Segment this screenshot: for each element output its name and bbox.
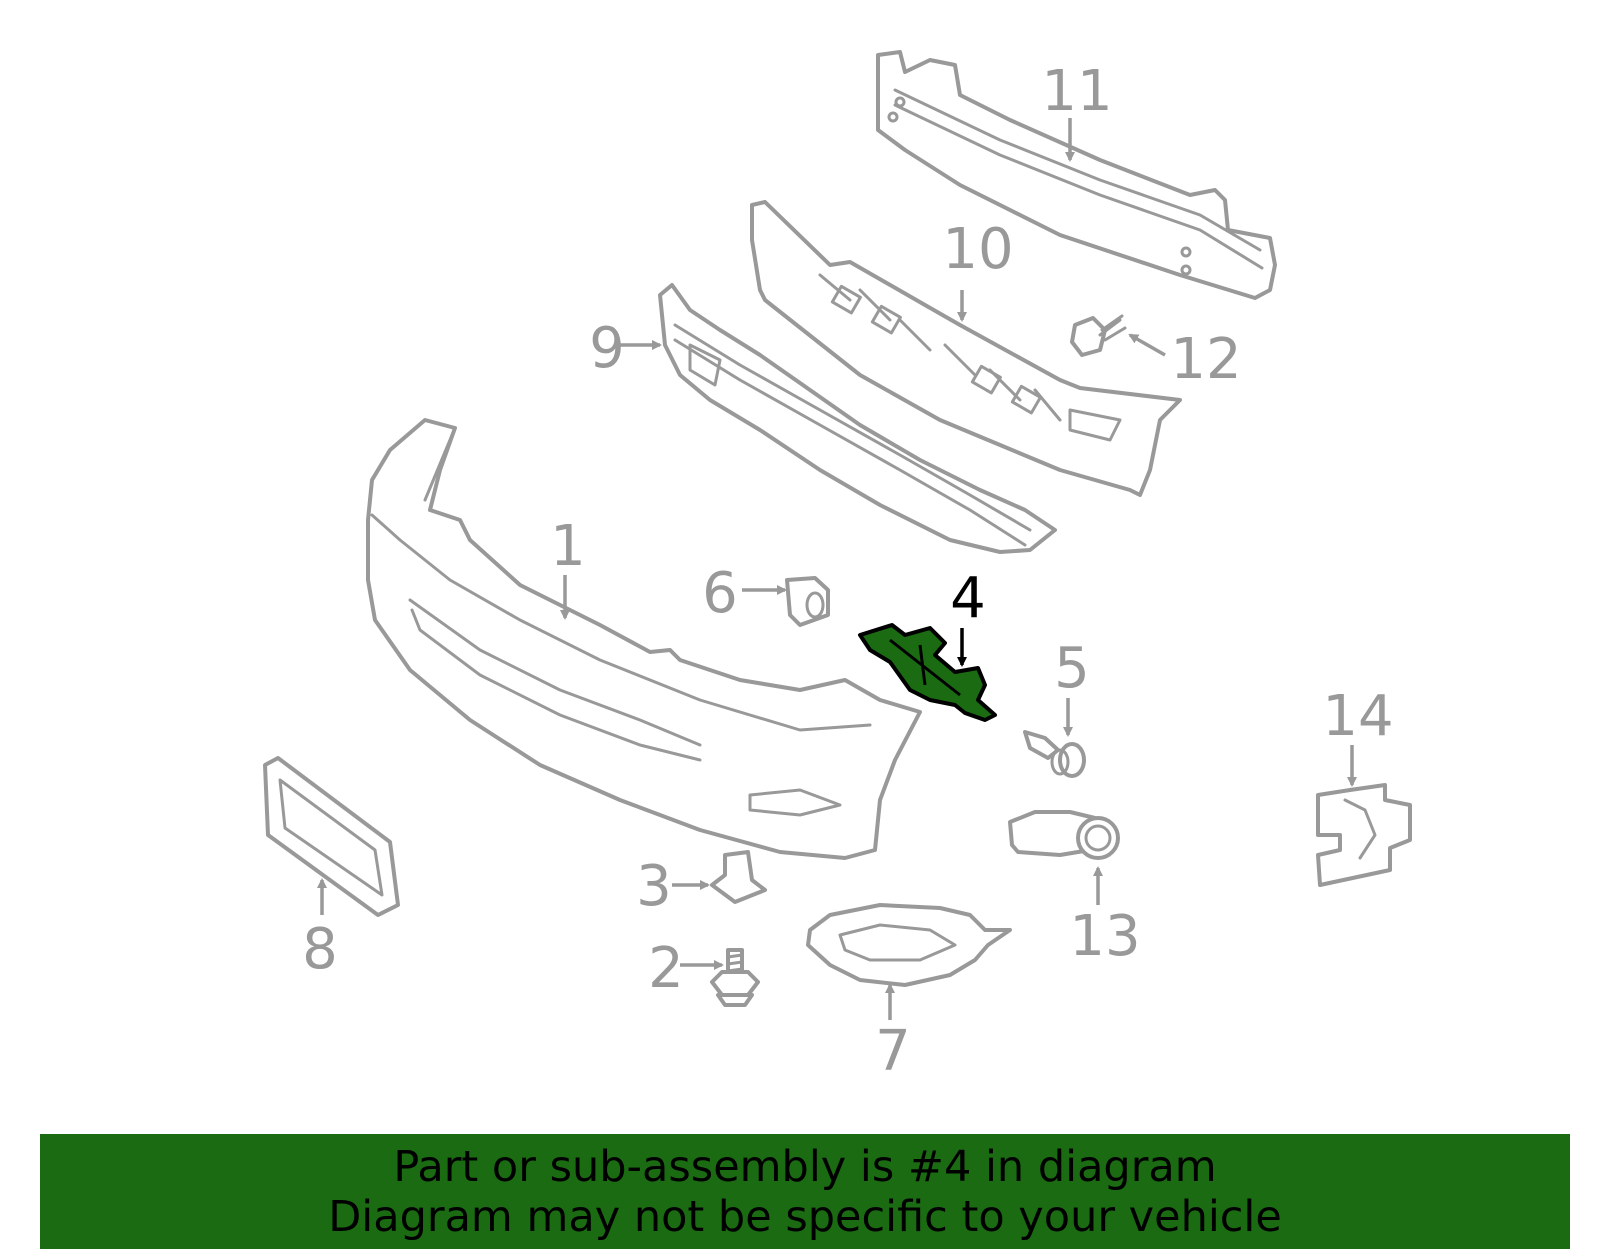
callout-1: 1 [550, 514, 586, 579]
part-11-reinforcement-beam[interactable] [876, 50, 1277, 300]
callout-6: 6 [702, 561, 738, 626]
part-14-bracket[interactable] [1316, 783, 1412, 887]
part-6-clip[interactable] [785, 576, 830, 627]
callout-11: 11 [1041, 59, 1112, 124]
banner-line-1: Part or sub-assembly is #4 in diagram [393, 1142, 1217, 1192]
part-12-bolt[interactable] [1070, 314, 1127, 357]
callout-3: 3 [636, 854, 672, 919]
callout-13: 13 [1069, 904, 1140, 969]
callout-labels: 11 10 9 12 1 6 4 5 14 13 8 3 2 7 [302, 59, 1393, 1084]
callout-2: 2 [648, 936, 684, 1001]
callout-5: 5 [1054, 636, 1090, 701]
part-4-bracket-highlighted[interactable] [858, 623, 997, 722]
part-13-parking-sensor[interactable] [1008, 810, 1120, 860]
banner-line-2: Diagram may not be specific to your vehi… [328, 1192, 1282, 1242]
callout-8: 8 [302, 917, 338, 982]
callout-4: 4 [950, 566, 986, 631]
part-2-screw[interactable] [710, 948, 760, 1007]
callout-arrows [317, 118, 1357, 1020]
part-9-lower-support[interactable] [658, 283, 1057, 554]
part-7-fog-cover[interactable] [806, 903, 1012, 987]
info-banner: Part or sub-assembly is #4 in diagram Di… [40, 1134, 1570, 1249]
callout-9: 9 [589, 316, 625, 381]
part-1-bumper-cover[interactable] [366, 418, 922, 860]
part-8-license-bracket[interactable] [263, 756, 400, 917]
callout-14: 14 [1322, 684, 1393, 749]
callout-10: 10 [942, 217, 1013, 282]
callout-12: 12 [1170, 327, 1241, 392]
part-3-clip[interactable] [710, 850, 767, 904]
callout-7: 7 [875, 1019, 911, 1084]
part-5-push-pin[interactable] [1023, 730, 1086, 778]
part-10-energy-absorber[interactable] [750, 200, 1182, 497]
